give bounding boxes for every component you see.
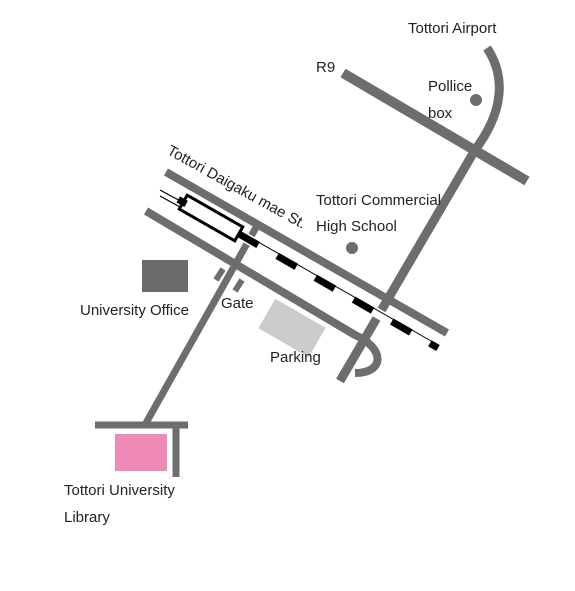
route-label: R9 — [316, 59, 336, 76]
airport-label: Tottori Airport — [408, 20, 497, 37]
police-box-label-line1: Pollice — [428, 78, 473, 95]
gate-post-left — [213, 267, 226, 282]
daigaku-mae-street — [143, 207, 382, 377]
police-box-label-line2: box — [428, 105, 453, 122]
rail-stripe-edge — [238, 230, 439, 346]
railway — [159, 189, 441, 353]
school-label-line1: Tottori Commercial — [316, 192, 442, 209]
rail-end-block — [176, 196, 188, 207]
university-office-building — [142, 260, 188, 292]
airport-road — [336, 45, 504, 384]
gate-post-right — [232, 278, 245, 293]
rail-track-line — [159, 195, 181, 208]
upper-street — [164, 168, 449, 337]
parking-lot — [258, 298, 326, 358]
office-label: University Office — [80, 302, 189, 319]
roads — [95, 45, 530, 477]
library-building — [115, 434, 167, 471]
route-9-road — [340, 68, 530, 186]
campus-road — [142, 222, 262, 425]
library-label-line1: Tottori University — [64, 482, 175, 499]
police-box-marker — [470, 94, 482, 106]
school-label-line2: High School — [316, 218, 397, 235]
gate-label: Gate — [221, 295, 254, 312]
school-marker — [346, 242, 358, 254]
rail-stripe-dashes — [237, 230, 440, 352]
library-label-line2: Library — [64, 509, 110, 526]
parking-label: Parking — [270, 349, 321, 366]
